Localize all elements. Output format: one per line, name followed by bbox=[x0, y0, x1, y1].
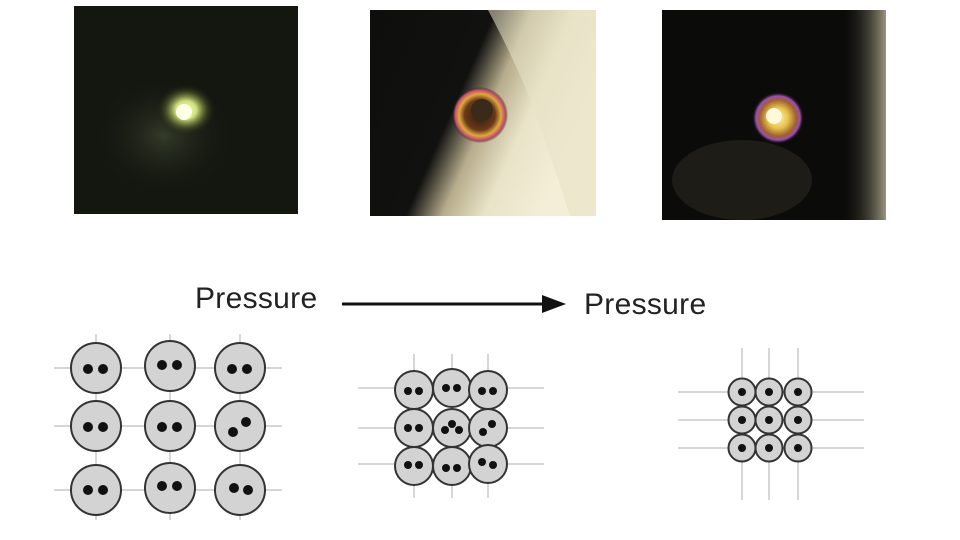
molecule bbox=[783, 433, 813, 463]
molecular-lattice-medium-pressure bbox=[356, 350, 546, 500]
molecular-lattice-low-pressure bbox=[48, 328, 288, 524]
molecule bbox=[432, 446, 472, 486]
crystal-photo-low-pressure bbox=[74, 6, 298, 214]
molecule bbox=[727, 405, 757, 435]
molecule bbox=[394, 446, 434, 486]
molecule bbox=[754, 433, 784, 463]
crystal-photo-icon bbox=[94, 76, 234, 196]
molecule bbox=[70, 464, 122, 516]
molecule bbox=[468, 444, 508, 484]
molecule bbox=[468, 408, 508, 448]
molecule bbox=[214, 464, 266, 516]
molecule bbox=[70, 400, 122, 452]
molecule bbox=[144, 462, 196, 514]
molecule bbox=[394, 370, 434, 410]
molecule bbox=[432, 368, 472, 408]
molecule-grid bbox=[727, 377, 813, 463]
pressure-label-left: Pressure bbox=[195, 282, 318, 315]
molecule bbox=[144, 400, 196, 452]
molecule bbox=[394, 408, 434, 448]
molecule bbox=[70, 342, 122, 394]
pressure-label-right: Pressure bbox=[584, 288, 707, 321]
molecule bbox=[783, 405, 813, 435]
molecule bbox=[754, 377, 784, 407]
molecule-grid bbox=[70, 340, 266, 516]
molecule bbox=[214, 342, 266, 394]
molecule bbox=[144, 340, 196, 392]
molecule bbox=[432, 408, 472, 448]
crystal-photo-medium-pressure bbox=[370, 10, 596, 216]
molecular-lattice-high-pressure bbox=[676, 344, 866, 504]
molecule bbox=[783, 377, 813, 407]
right-arrow-icon bbox=[342, 295, 566, 313]
crystal-photo-icon bbox=[662, 10, 886, 220]
crystal-photo-high-pressure bbox=[662, 10, 886, 220]
molecule bbox=[468, 370, 508, 410]
crystal-photo-icon bbox=[370, 10, 596, 216]
molecule bbox=[214, 400, 266, 452]
molecule-grid bbox=[394, 368, 508, 486]
molecule bbox=[727, 377, 757, 407]
molecule bbox=[754, 405, 784, 435]
molecule bbox=[727, 433, 757, 463]
